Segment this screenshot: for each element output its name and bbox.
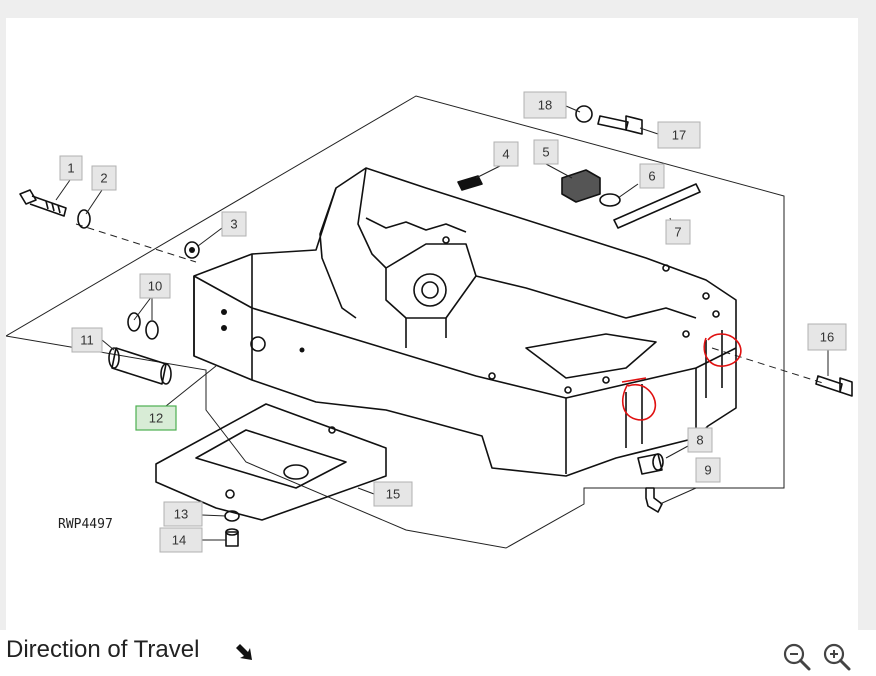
part-cap-8 bbox=[637, 453, 664, 475]
svg-text:7: 7 bbox=[674, 225, 681, 240]
svg-text:10: 10 bbox=[148, 279, 162, 294]
svg-text:9: 9 bbox=[704, 463, 711, 478]
callout-11[interactable]: 11 bbox=[71, 327, 103, 353]
svg-text:16: 16 bbox=[820, 330, 834, 345]
leader-lines bbox=[55, 105, 829, 541]
callout-8[interactable]: 8 bbox=[687, 427, 713, 453]
callout-7[interactable]: 7 bbox=[665, 219, 691, 245]
part-block-5 bbox=[561, 169, 601, 203]
bolt-axis-line bbox=[75, 223, 197, 263]
svg-text:14: 14 bbox=[172, 533, 186, 548]
direction-caption: Direction of Travel bbox=[6, 636, 200, 663]
footer-bar: Direction of Travel bbox=[0, 630, 876, 676]
part-nut-3 bbox=[184, 241, 200, 259]
callout-1[interactable]: 1 bbox=[59, 155, 83, 181]
svg-text:5: 5 bbox=[542, 145, 549, 160]
svg-text:6: 6 bbox=[648, 169, 655, 184]
callout-17[interactable]: 17 bbox=[657, 121, 701, 149]
svg-text:12: 12 bbox=[149, 411, 163, 426]
svg-text:11: 11 bbox=[80, 333, 94, 348]
part-bolt-1 bbox=[19, 189, 67, 217]
part-washer-2 bbox=[77, 209, 91, 229]
callout-3[interactable]: 3 bbox=[221, 211, 247, 237]
svg-text:3: 3 bbox=[230, 217, 237, 232]
part-fitting-9 bbox=[645, 487, 663, 513]
svg-text:2: 2 bbox=[100, 171, 107, 186]
callout-14[interactable]: 14 bbox=[159, 527, 203, 553]
callout-6[interactable]: 6 bbox=[639, 163, 665, 189]
annotation-circle-left bbox=[621, 377, 657, 421]
callout-16[interactable]: 16 bbox=[807, 323, 847, 351]
zoom-in-icon[interactable] bbox=[822, 642, 852, 672]
part-pad-4 bbox=[457, 175, 483, 191]
reference-code: RWP4497 bbox=[58, 517, 113, 532]
callout-9[interactable]: 9 bbox=[695, 457, 721, 483]
part-clips-10 bbox=[127, 312, 159, 340]
svg-text:15: 15 bbox=[386, 487, 400, 502]
part-bolt-16 bbox=[815, 375, 853, 397]
diagram-viewer: 1 2 3 4 5 6 7 8 9 10 11 12 13 14 15 16 1… bbox=[6, 18, 858, 630]
part-nut-14 bbox=[225, 528, 239, 547]
callout-5[interactable]: 5 bbox=[533, 139, 559, 165]
callout-15[interactable]: 15 bbox=[373, 481, 413, 507]
part-cover-15 bbox=[155, 403, 387, 521]
callout-2[interactable]: 2 bbox=[91, 165, 117, 191]
callout-12[interactable]: 12 bbox=[135, 405, 177, 431]
parts-diagram: 1 2 3 4 5 6 7 8 9 10 11 12 13 14 15 16 1… bbox=[6, 91, 853, 553]
arrow-down-right-icon bbox=[236, 644, 252, 660]
ground-outline bbox=[6, 95, 785, 549]
svg-text:17: 17 bbox=[672, 128, 686, 143]
callout-18[interactable]: 18 bbox=[523, 91, 567, 119]
svg-text:4: 4 bbox=[502, 147, 509, 162]
part-bolt-17 bbox=[597, 115, 643, 135]
pin-axis-line bbox=[711, 347, 827, 385]
part-washer-6 bbox=[599, 193, 621, 207]
zoom-out-icon[interactable] bbox=[782, 642, 812, 672]
callout-13[interactable]: 13 bbox=[163, 501, 203, 527]
callout-10[interactable]: 10 bbox=[139, 273, 171, 299]
part-strip-7 bbox=[613, 183, 701, 229]
svg-text:8: 8 bbox=[696, 433, 703, 448]
svg-text:13: 13 bbox=[174, 507, 188, 522]
part-pin-11 bbox=[108, 347, 172, 385]
frame-housing bbox=[193, 167, 737, 477]
part-washer-18 bbox=[575, 105, 593, 123]
svg-text:18: 18 bbox=[538, 98, 552, 113]
annotation-circle-right bbox=[703, 333, 742, 367]
svg-text:1: 1 bbox=[67, 161, 74, 176]
callout-4[interactable]: 4 bbox=[493, 141, 519, 167]
